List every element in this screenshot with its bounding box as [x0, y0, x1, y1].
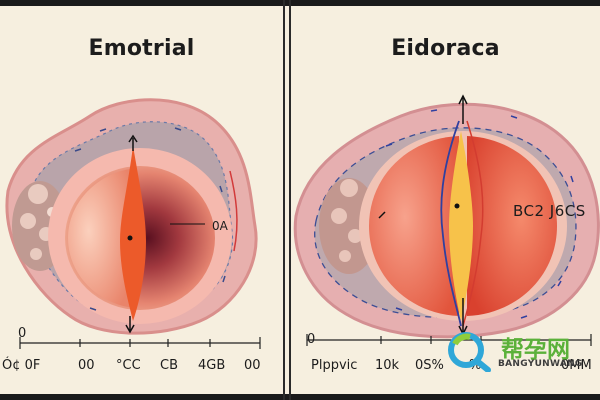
red-vessel	[462, 120, 484, 327]
bottom-border	[0, 394, 600, 400]
scale-label: 10k	[375, 358, 400, 373]
scale-label: 00	[244, 358, 261, 373]
right-panel: Eidoraca	[291, 6, 600, 394]
left-callout: 0A	[212, 219, 228, 233]
center-dot	[127, 235, 133, 241]
scale-label: 0S%	[415, 358, 444, 373]
blue-vessel	[440, 120, 462, 327]
left-panel-title: Emotrial	[88, 36, 195, 61]
cyst	[340, 179, 358, 197]
center-band	[449, 131, 473, 321]
cyst	[28, 184, 48, 204]
scale-start-label: 0	[307, 332, 316, 347]
left-lobe	[369, 136, 459, 316]
cyst	[348, 229, 362, 243]
bottom-arrow-head	[125, 324, 135, 334]
center-dot	[454, 203, 460, 209]
vessel	[229, 170, 238, 252]
magnifier-logo-icon	[448, 332, 491, 372]
stitch-marks	[385, 109, 574, 319]
scale-label: Ó¢ 0F	[2, 358, 41, 373]
left-anatomy-illustration	[5, 98, 261, 349]
cyst	[30, 248, 42, 260]
scale-start-label: 0	[18, 326, 27, 341]
left-panel: Emotrial	[0, 6, 283, 394]
watermark-english-text: BANGYUNWANG	[498, 359, 583, 369]
scale-label: Plppvic	[311, 358, 358, 373]
cyst	[20, 213, 36, 229]
left-half-fill	[68, 168, 137, 308]
cyst	[339, 250, 351, 262]
cyst	[331, 208, 347, 224]
right-lobe	[467, 136, 557, 316]
scale-label: °CC	[116, 358, 141, 373]
right-callout: BC2 J6CS	[513, 202, 586, 220]
scale-label: 0MM	[561, 358, 592, 373]
scale-label: CB	[160, 358, 178, 373]
watermark: 帮孕网 BANGYUNWANG	[446, 330, 596, 375]
stitch-marks	[74, 127, 226, 311]
center-band	[120, 146, 146, 321]
marker	[378, 211, 386, 219]
right-panel-title: Eidoraca	[391, 36, 500, 61]
watermark-chinese-text: 帮孕网	[501, 337, 570, 363]
scale-label: 00	[78, 358, 95, 373]
right-anatomy-illustration	[293, 94, 600, 346]
top-arrow-head	[458, 94, 468, 105]
top-border	[0, 0, 600, 6]
center-divider	[289, 0, 291, 400]
top-arrow-head	[128, 134, 138, 143]
scale-label: 4GB	[198, 358, 226, 373]
center-divider	[283, 0, 285, 400]
